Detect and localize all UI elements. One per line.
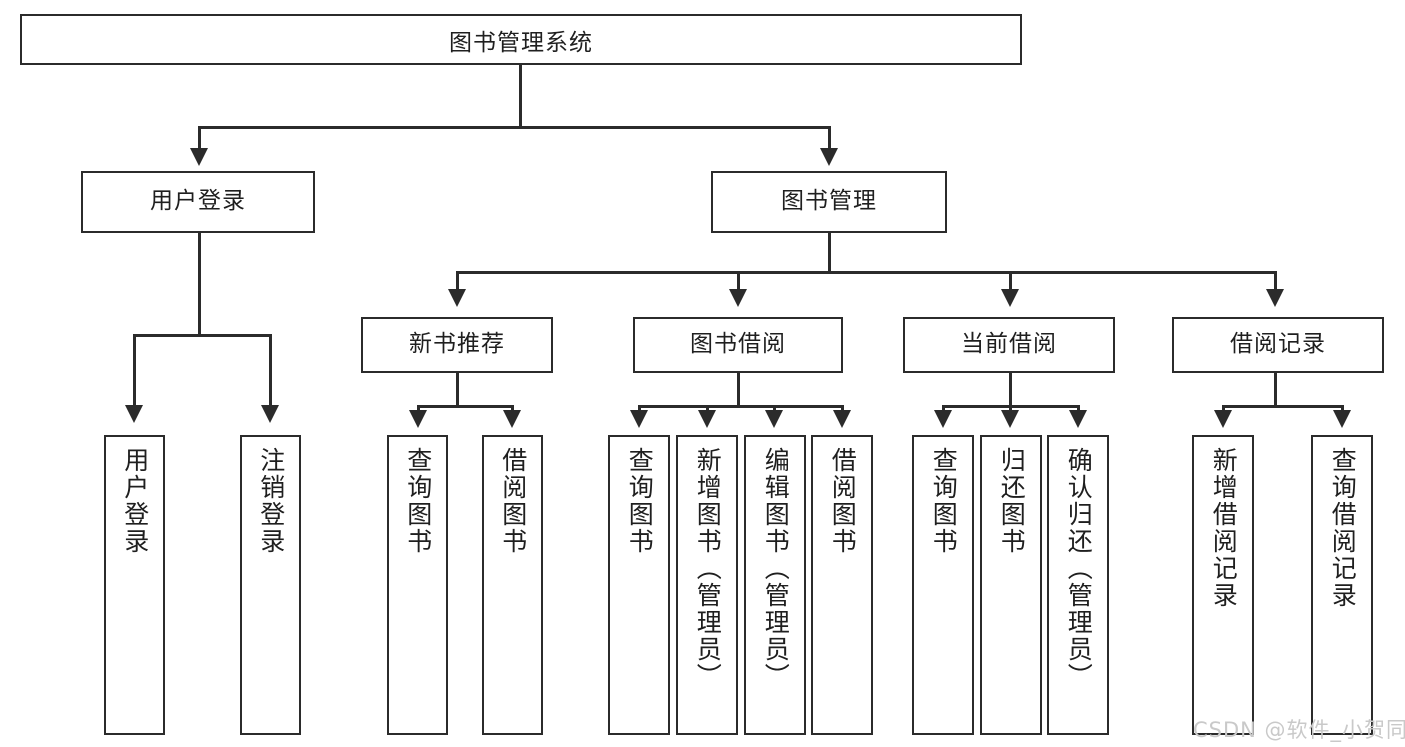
arrow-current-borrow-leaf-1 [934, 410, 952, 428]
connector-bm-to-current-borrow [1009, 271, 1012, 291]
connector-new-book-left [417, 405, 420, 413]
connector-root-stem [519, 65, 522, 127]
connector-br-1 [1222, 405, 1225, 413]
watermark-text: CSDN @软件_小贺同学 [1193, 718, 1405, 742]
node-user-login[interactable]: 用户登录 [81, 171, 315, 233]
connector-bm-to-new-book [456, 271, 459, 291]
leaf-edit-book[interactable]: 编辑图书（管理员） [744, 435, 806, 735]
connector-book-management-stem [828, 233, 831, 272]
connector-current-borrow-stem [1009, 373, 1012, 408]
connector-book-borrow-bar [638, 405, 844, 408]
connector-bb-3 [773, 405, 776, 413]
arrow-current-borrow-leaf-3 [1069, 410, 1087, 428]
node-label: 图书管理 [781, 188, 877, 215]
node-borrow-record[interactable]: 借阅记录 [1172, 317, 1384, 373]
leaf-return-book[interactable]: 归还图书 [980, 435, 1042, 735]
node-new-book-recommend[interactable]: 新书推荐 [361, 317, 553, 373]
leaf-add-book[interactable]: 新增图书（管理员） [676, 435, 738, 735]
arrow-new-book-leaf-1 [409, 410, 427, 428]
leaf-confirm-return[interactable]: 确认归还（管理员） [1047, 435, 1109, 735]
arrow-bm-to-borrow-record [1266, 289, 1284, 307]
arrow-root-to-user-login [190, 148, 208, 166]
leaf-label: 用户登录 [120, 447, 150, 555]
connector-bb-2 [706, 405, 709, 413]
leaf-label: 注销登录 [256, 447, 286, 555]
connector-root-to-book-management [828, 126, 831, 151]
arrow-bm-to-new-book [448, 289, 466, 307]
connector-bb-1 [638, 405, 641, 413]
connector-book-management-bar [456, 271, 1274, 274]
leaf-label: 新增借阅记录 [1209, 447, 1239, 609]
arrow-bm-to-book-borrow [729, 289, 747, 307]
node-current-borrow[interactable]: 当前借阅 [903, 317, 1115, 373]
node-label: 图书管理系统 [449, 29, 593, 56]
leaf-query-borrow-record[interactable]: 查询借阅记录 [1311, 435, 1373, 735]
arrow-user-login-leaf-2 [261, 405, 279, 423]
connector-user-login-bar [133, 334, 271, 337]
node-book-management[interactable]: 图书管理 [711, 171, 947, 233]
leaf-borrow-book-recommend[interactable]: 借阅图书 [482, 435, 543, 735]
connector-book-borrow-stem [737, 373, 740, 408]
connector-user-login-stem [198, 233, 201, 335]
node-book-borrow[interactable]: 图书借阅 [633, 317, 843, 373]
arrow-borrow-record-leaf-2 [1333, 410, 1351, 428]
arrow-book-borrow-leaf-3 [765, 410, 783, 428]
connector-borrow-record-stem [1274, 373, 1277, 408]
leaf-user-login[interactable]: 用户登录 [104, 435, 165, 735]
arrow-borrow-record-leaf-1 [1214, 410, 1232, 428]
connector-bm-to-book-borrow [737, 271, 740, 291]
arrow-book-borrow-leaf-2 [698, 410, 716, 428]
leaf-query-book-recommend[interactable]: 查询图书 [387, 435, 448, 735]
connector-bb-4 [841, 405, 844, 413]
leaf-label: 确认归还（管理员） [1064, 447, 1094, 690]
node-book-management-system[interactable]: 图书管理系统 [20, 14, 1022, 65]
node-label: 新书推荐 [409, 331, 505, 358]
connector-cb-3 [1077, 405, 1080, 413]
leaf-label: 归还图书 [997, 447, 1027, 555]
arrow-book-borrow-leaf-1 [630, 410, 648, 428]
connector-root-to-user-login [198, 126, 201, 151]
connector-new-book-right [511, 405, 514, 413]
leaf-label: 查询图书 [929, 447, 959, 555]
node-label: 图书借阅 [690, 331, 786, 358]
connector-bm-to-borrow-record [1274, 271, 1277, 291]
arrow-user-login-leaf-1 [125, 405, 143, 423]
connector-cb-2 [1009, 405, 1012, 413]
arrow-bm-to-current-borrow [1001, 289, 1019, 307]
arrow-book-borrow-leaf-4 [833, 410, 851, 428]
leaf-label: 新增图书（管理员） [693, 447, 723, 690]
connector-cb-1 [942, 405, 945, 413]
connector-new-book-bar [417, 405, 513, 408]
node-label: 借阅记录 [1230, 331, 1326, 358]
leaf-logout[interactable]: 注销登录 [240, 435, 301, 735]
leaf-borrow-book[interactable]: 借阅图书 [811, 435, 873, 735]
connector-user-login-left [133, 334, 136, 408]
leaf-add-borrow-record[interactable]: 新增借阅记录 [1192, 435, 1254, 735]
connector-new-book-stem [456, 373, 459, 408]
leaf-label: 查询借阅记录 [1328, 447, 1358, 609]
leaf-label: 查询图书 [403, 447, 433, 555]
leaf-query-book-current[interactable]: 查询图书 [912, 435, 974, 735]
leaf-query-book-borrow[interactable]: 查询图书 [608, 435, 670, 735]
connector-user-login-right [269, 334, 272, 408]
leaf-label: 查询图书 [625, 447, 655, 555]
connector-borrow-record-bar [1222, 405, 1344, 408]
leaf-label: 编辑图书（管理员） [761, 447, 791, 690]
leaf-label: 借阅图书 [828, 447, 858, 555]
node-label: 当前借阅 [961, 331, 1057, 358]
arrow-root-to-book-management [820, 148, 838, 166]
arrow-new-book-leaf-2 [503, 410, 521, 428]
node-label: 用户登录 [150, 188, 246, 215]
leaf-label: 借阅图书 [498, 447, 528, 555]
connector-root-bar [198, 126, 831, 129]
connector-br-2 [1341, 405, 1344, 413]
arrow-current-borrow-leaf-2 [1001, 410, 1019, 428]
